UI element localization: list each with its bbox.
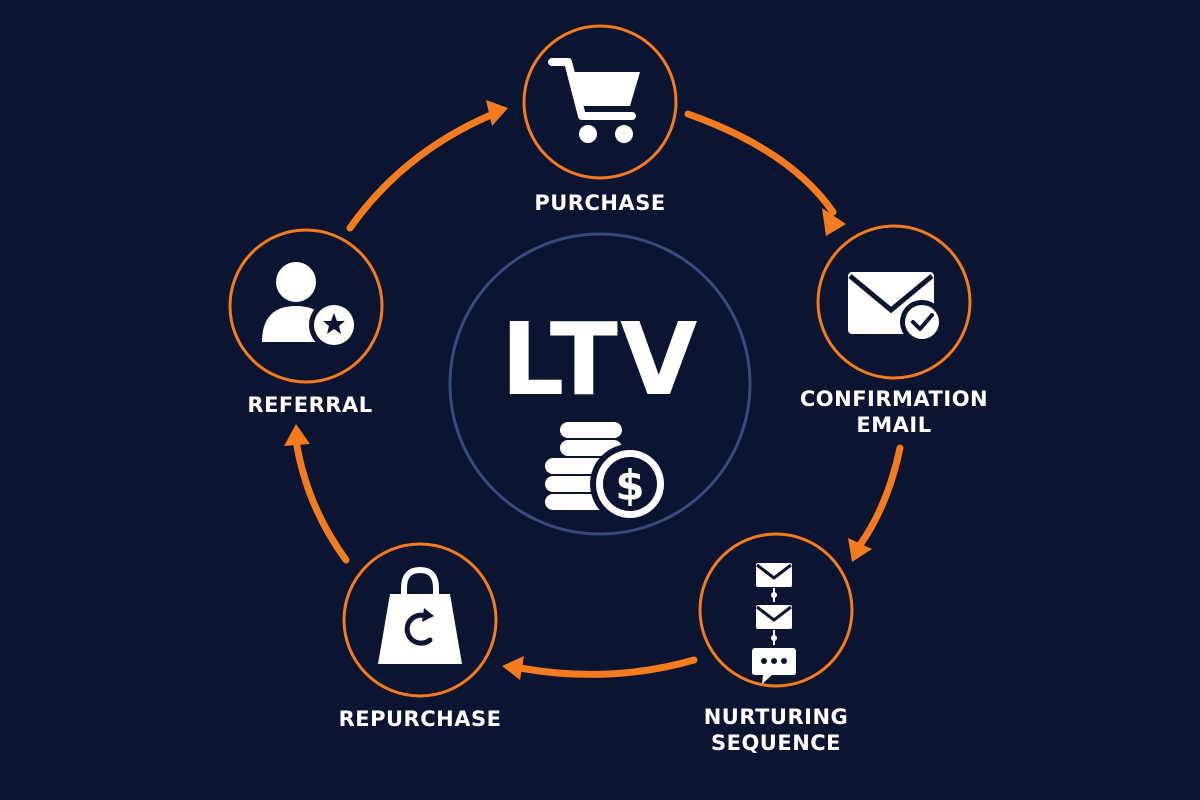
- arrowhead-icon: [502, 656, 524, 680]
- step-label-line: SEQUENCE: [710, 731, 842, 755]
- step-label-line: EMAIL: [856, 413, 932, 437]
- arrowhead-icon: [284, 424, 310, 446]
- envelope-check-icon: [848, 272, 944, 344]
- shopping-bag-refresh-icon: [378, 566, 462, 664]
- coins-dollar-icon: $: [545, 422, 670, 524]
- arrowhead-icon: [486, 100, 508, 126]
- arrow-confirmation-to-nurturing: [856, 444, 904, 549]
- step-label-purchase: PURCHASE: [534, 190, 665, 216]
- arrow-purchase-to-confirmation: [684, 110, 837, 216]
- step-label-line: NURTURING: [703, 705, 849, 729]
- step-label-line: REPURCHASE: [338, 707, 502, 731]
- center-ring: [448, 232, 752, 536]
- arrow-nurturing-to-repurchase: [516, 656, 698, 678]
- arrowhead-icon: [822, 208, 846, 236]
- node-ring-referral: [228, 228, 384, 384]
- arrow-referral-to-purchase: [346, 108, 502, 232]
- arrow-repurchase-to-referral: [292, 436, 350, 564]
- arrowhead-icon: [848, 538, 872, 562]
- shopping-cart-icon: [548, 58, 640, 143]
- step-label-nurturing-sequence: NURTURING SEQUENCE: [704, 704, 849, 756]
- step-label-confirmation-email: CONFIRMATION EMAIL: [800, 386, 988, 438]
- ltv-title: LTV: [500, 301, 700, 418]
- step-label-line: CONFIRMATION: [799, 387, 989, 411]
- svg-text:$: $: [615, 461, 644, 510]
- step-label-line: REFERRAL: [247, 393, 373, 417]
- step-label-repurchase: REPURCHASE: [339, 706, 502, 732]
- user-star-icon: [262, 262, 359, 350]
- step-label-line: PURCHASE: [534, 191, 666, 215]
- email-sequence-icon: [752, 563, 796, 684]
- step-label-referral: REFERRAL: [247, 392, 372, 418]
